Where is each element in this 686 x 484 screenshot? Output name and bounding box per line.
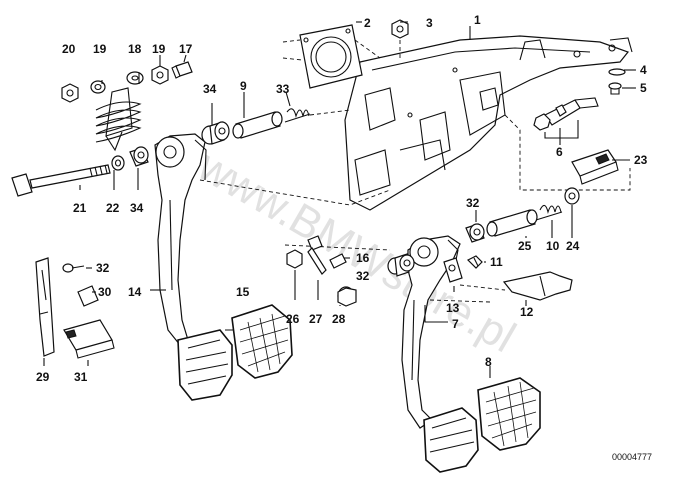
label-9: 9 [240, 79, 247, 93]
bracket-29-part [35, 257, 55, 357]
clip-16-part [329, 253, 347, 269]
label-19b: 19 [152, 42, 166, 56]
pedal-bracket-part [344, 35, 633, 211]
label-3: 3 [426, 16, 433, 30]
label-30: 31 [74, 370, 88, 384]
switch-24-part [571, 149, 619, 185]
washer-22-part [111, 155, 125, 171]
bolt-18-part [171, 61, 193, 79]
label-21: 21 [73, 201, 87, 215]
bushing-34-part [129, 146, 149, 167]
switch-30-part [63, 319, 115, 359]
pin-11-part [466, 255, 483, 269]
brake-pedal-part [401, 235, 479, 473]
label-34b: 34 [130, 201, 144, 215]
label-5: 5 [640, 81, 647, 95]
label-13: 13 [446, 301, 460, 315]
spring-10-part [535, 204, 563, 221]
label-25: 25 [518, 239, 532, 253]
label-19a: 19 [93, 42, 107, 56]
label-20: 20 [62, 42, 76, 56]
label-14: 14 [128, 285, 142, 299]
label-26: 26 [286, 312, 300, 326]
washer-19b-part [151, 65, 169, 85]
bushing-32b-part [387, 253, 415, 277]
label-32c: 32 [356, 269, 370, 283]
label-33: 33 [276, 82, 290, 96]
label-28: 28 [332, 312, 346, 326]
pushrod-12-part [502, 271, 573, 301]
spring-part [95, 87, 142, 152]
shaft-25-part [486, 209, 538, 237]
bolt-27-part [307, 235, 327, 275]
pedal-pad-15-part [231, 304, 293, 379]
label-2: 2 [364, 16, 371, 30]
nut-26-part [286, 249, 303, 269]
label-34a: 34 [203, 82, 217, 96]
cap-23-part [564, 187, 580, 205]
washer-19-part [90, 80, 106, 94]
label-8: 8 [485, 355, 492, 369]
washer-4-part [608, 68, 626, 76]
pedal-pad-8-part [477, 377, 541, 451]
label-18: 17 [179, 42, 193, 56]
bracket-31-part [77, 285, 99, 307]
label-32a: 32 [466, 196, 480, 210]
label-1: 1 [474, 13, 481, 27]
label-27: 27 [309, 312, 323, 326]
screw-32c-part [62, 263, 85, 273]
nut-20-part [61, 83, 79, 103]
label-32b: 32 [96, 261, 110, 275]
label-17: 18 [128, 42, 142, 56]
label-6: 6 [556, 145, 563, 159]
brake-light-switch-part [533, 97, 599, 131]
clip-13-part [443, 257, 463, 283]
spring-33-part [284, 108, 311, 123]
bushing-17-part [126, 71, 144, 85]
label-7: 7 [452, 317, 459, 331]
shaft-9-part [232, 111, 283, 139]
nut-3-part [391, 19, 409, 39]
label-12: 12 [520, 305, 534, 319]
bushing-32-part [465, 223, 485, 243]
gasket-plate-part [299, 24, 363, 89]
label-24: 23 [634, 153, 648, 167]
label-10: 10 [546, 239, 560, 253]
label-16: 16 [356, 251, 370, 265]
bolt-21-part [11, 164, 111, 197]
cap-28-part [337, 286, 357, 307]
label-22: 22 [106, 201, 120, 215]
label-29: 29 [36, 370, 50, 384]
label-11: 11 [490, 255, 503, 269]
bushing-34b-part [201, 121, 230, 145]
label-31: 30 [98, 285, 112, 299]
label-4: 4 [640, 63, 647, 77]
reference-code: 00004777 [612, 452, 652, 462]
label-23: 24 [566, 239, 580, 253]
screw-5-part [608, 82, 622, 95]
label-15: 15 [236, 285, 250, 299]
